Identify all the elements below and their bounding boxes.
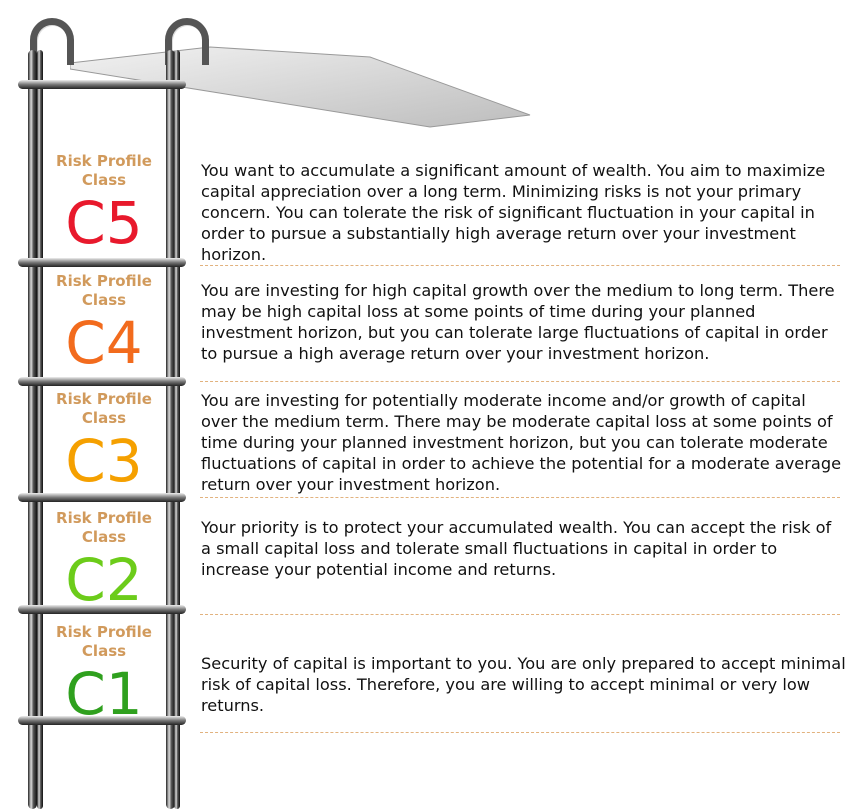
risk-class-label: Risk Profile Class: [56, 390, 152, 427]
ladder-rung: [18, 80, 186, 89]
risk-class-c4: Risk Profile Class C4: [40, 272, 168, 374]
ladder-rail-right-inner: [174, 50, 180, 809]
separator: [200, 614, 840, 615]
ladder-rail-left-inner: [37, 50, 43, 809]
separator: [200, 265, 840, 266]
risk-class-description: Security of capital is important to you.…: [201, 654, 846, 715]
ladder-rung: [18, 716, 186, 725]
risk-class-label: Risk Profile Class: [56, 623, 152, 660]
risk-class-code: C4: [65, 309, 143, 377]
ladder-rung: [18, 377, 186, 386]
risk-class-label: Risk Profile Class: [56, 152, 152, 189]
risk-class-c3: Risk Profile Class C3: [40, 390, 168, 492]
separator: [200, 497, 840, 498]
ladder-rung: [18, 493, 186, 502]
ladder-rung: [18, 258, 186, 267]
separator: [200, 732, 840, 733]
risk-class-c5: Risk Profile Class C5: [40, 152, 168, 254]
risk-class-description: You are investing for high capital growt…: [201, 281, 835, 363]
risk-class-label: Risk Profile Class: [56, 509, 152, 546]
risk-class-label: Risk Profile Class: [56, 272, 152, 309]
risk-class-description: Your priority is to protect your accumul…: [201, 518, 832, 579]
risk-class-description: You want to accumulate a significant amo…: [201, 161, 826, 264]
diving-board-platform: [70, 46, 531, 128]
risk-class-c1: Risk Profile Class C1: [40, 623, 168, 725]
ladder-hook-right: [165, 18, 209, 65]
risk-class-code: C1: [65, 660, 143, 728]
ladder-rail-right: [166, 50, 175, 809]
risk-class-code: C5: [65, 189, 143, 257]
risk-class-code: C3: [65, 427, 143, 495]
ladder-rung: [18, 605, 186, 614]
risk-class-c2: Risk Profile Class C2: [40, 509, 168, 611]
ladder-hook-left: [30, 18, 74, 65]
ladder-rail-left: [28, 50, 37, 809]
risk-class-description: You are investing for potentially modera…: [201, 391, 842, 494]
risk-class-code: C2: [65, 546, 143, 614]
separator: [200, 381, 840, 382]
